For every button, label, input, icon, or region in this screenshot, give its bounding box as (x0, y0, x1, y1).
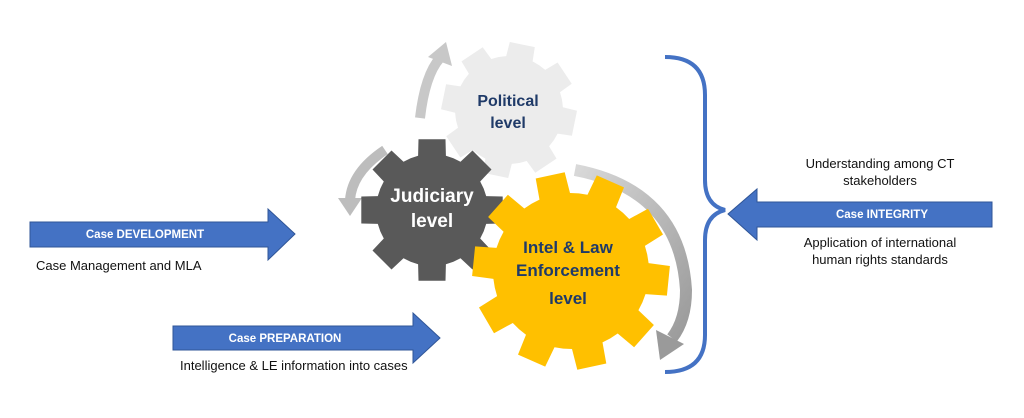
right-bracket (664, 55, 726, 374)
case-preparation-arrow (172, 311, 441, 365)
case-integrity-label: Case INTEGRITY (836, 209, 928, 221)
cycle-arrow-top (415, 42, 452, 119)
right-note-bottom-line1: Application of international (803, 235, 957, 250)
right-note-bottom-line2: human rights standards (812, 252, 948, 267)
intel-gear-label-line1: Intel & Law (523, 238, 614, 257)
judiciary-gear-label-line2: level (411, 211, 453, 232)
political-gear-label-line2: level (490, 115, 526, 132)
case-integrity-arrow (727, 187, 993, 242)
right-note-bottom: Application of international human right… (790, 234, 970, 268)
right-note-top-line1: Understanding among CT (805, 156, 955, 171)
case-development-arrow (29, 207, 296, 262)
case-development-label: Case DEVELOPMENT (86, 229, 204, 241)
judiciary-gear (361, 139, 503, 281)
judiciary-gear-label-line1: Judiciary (390, 186, 474, 207)
intel-gear (472, 172, 670, 370)
cycle-arrow-left (338, 145, 388, 216)
case-preparation-label: Case PREPARATION (229, 333, 342, 345)
political-gear (441, 42, 577, 178)
political-gear-label-line1: Political (477, 93, 538, 110)
case-preparation-caption: Intelligence & LE information into cases (180, 358, 408, 373)
intel-gear-label-line2: Enforcement (516, 261, 620, 280)
case-development-caption: Case Management and MLA (36, 258, 202, 273)
right-note-top: Understanding among CT stakeholders (790, 155, 970, 189)
right-note-top-line2: stakeholders (843, 173, 917, 188)
cycle-arrow-right (573, 164, 693, 360)
intel-gear-label-line3: level (549, 289, 587, 308)
